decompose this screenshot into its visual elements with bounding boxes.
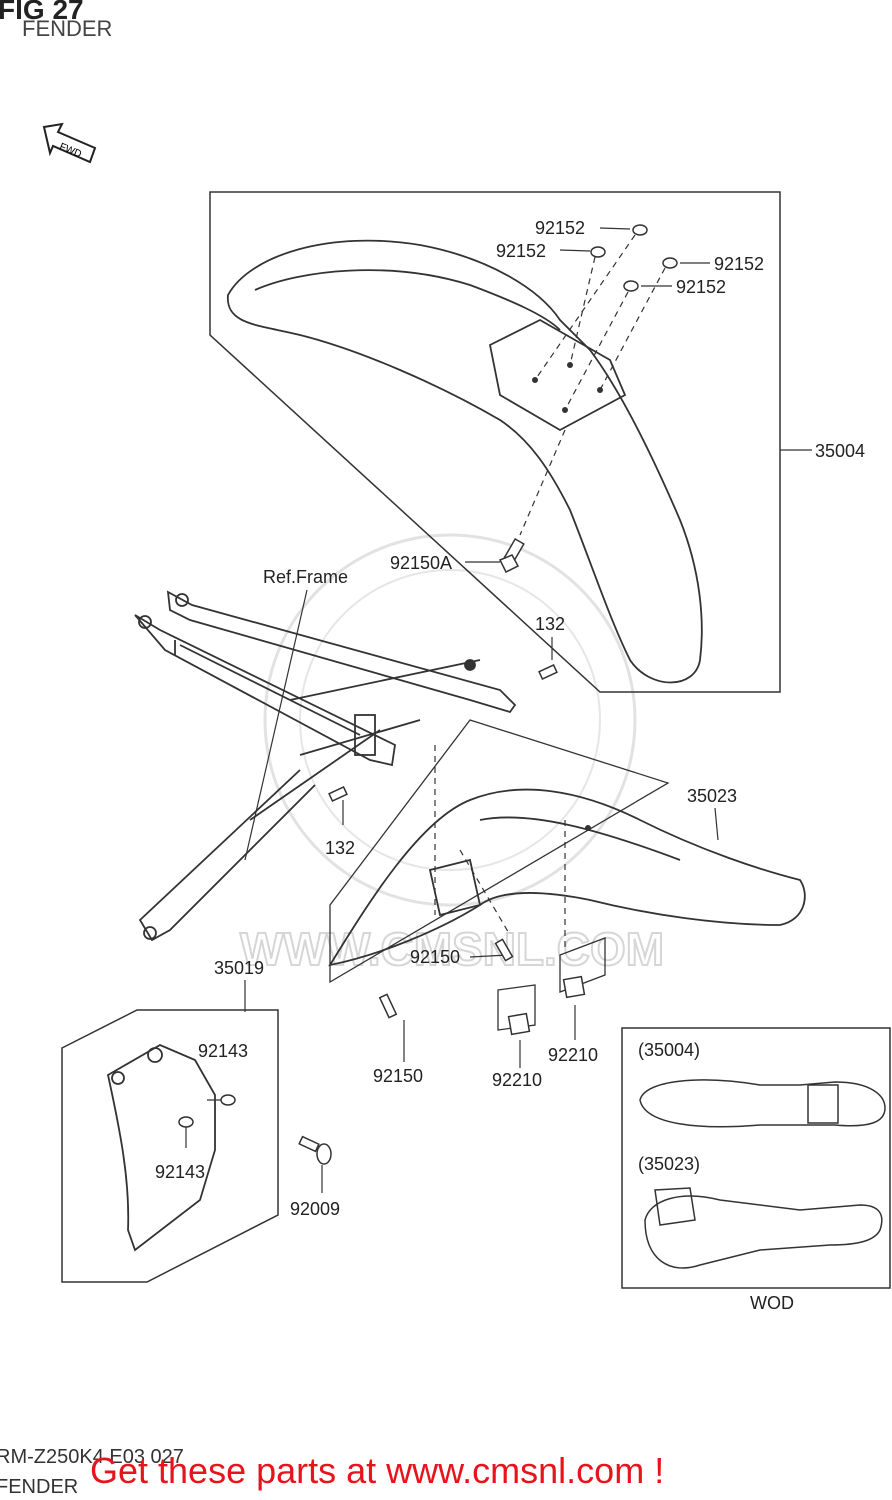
label-mud-flap: 35019 <box>214 958 264 978</box>
inset-front-fender <box>639 1079 886 1128</box>
watermark-text: WWW.CMSNL.COM <box>240 923 664 975</box>
screw-icon <box>298 1135 332 1165</box>
label-collar-a: 92143 <box>198 1041 248 1061</box>
small-bolt-icons <box>328 663 558 1019</box>
label-front-fender: 35004 <box>815 441 865 461</box>
label-inset-caption: WOD <box>750 1293 794 1313</box>
label-rear-fender: 35023 <box>687 786 737 806</box>
mud-flap-box <box>61 1009 279 1283</box>
inset-rear-fender <box>644 1187 883 1269</box>
nut-box-b <box>559 937 606 993</box>
subframe-part <box>134 590 517 942</box>
front-fender-box <box>209 191 781 693</box>
figure-title: FIG 27 <box>0 0 84 25</box>
label-washer-a: 92152 <box>535 218 585 238</box>
label-bolt-a: 132 <box>535 614 565 634</box>
figure-subtitle: FENDER <box>22 16 113 41</box>
label-washer-b: 92152 <box>496 241 546 261</box>
footer-name: FENDER <box>0 1476 79 1498</box>
label-collar-b: 92143 <box>155 1162 205 1182</box>
label-inset-a: (35004) <box>638 1040 700 1060</box>
dash-lines <box>434 234 666 950</box>
nut-box-a <box>497 984 536 1031</box>
front-fender-part <box>227 239 703 684</box>
label-bolt-rear-a: 92150 <box>410 947 460 967</box>
label-frame-ref: Ref.Frame <box>263 567 348 587</box>
rear-fender-box <box>329 719 670 984</box>
label-bolt-front: 92150A <box>390 553 452 573</box>
label-washer-c: 92152 <box>714 254 764 274</box>
label-washer-d: 92152 <box>676 277 726 297</box>
inset-box <box>621 1027 891 1289</box>
nut-icons <box>507 975 586 1036</box>
label-nut-a: 92210 <box>492 1070 542 1090</box>
label-inset-b: (35023) <box>638 1154 700 1174</box>
label-nut-b: 92210 <box>548 1045 598 1065</box>
bolt-icon <box>498 537 525 574</box>
mud-flap-part <box>106 1043 216 1252</box>
washer-icons <box>590 224 678 292</box>
label-bolt-b: 132 <box>325 838 355 858</box>
rear-fender-part <box>328 788 806 967</box>
label-bolt-rear-b: 92150 <box>373 1066 423 1086</box>
collar-icons <box>178 1094 236 1128</box>
footer-code: RM-Z250K4 E03 027 <box>0 1446 184 1468</box>
cta-link[interactable]: Get these parts at www.cmsnl.com ! <box>90 1450 665 1491</box>
label-screw: 92009 <box>290 1199 340 1219</box>
watermark: WWW.CMSNL.COM <box>239 533 665 976</box>
